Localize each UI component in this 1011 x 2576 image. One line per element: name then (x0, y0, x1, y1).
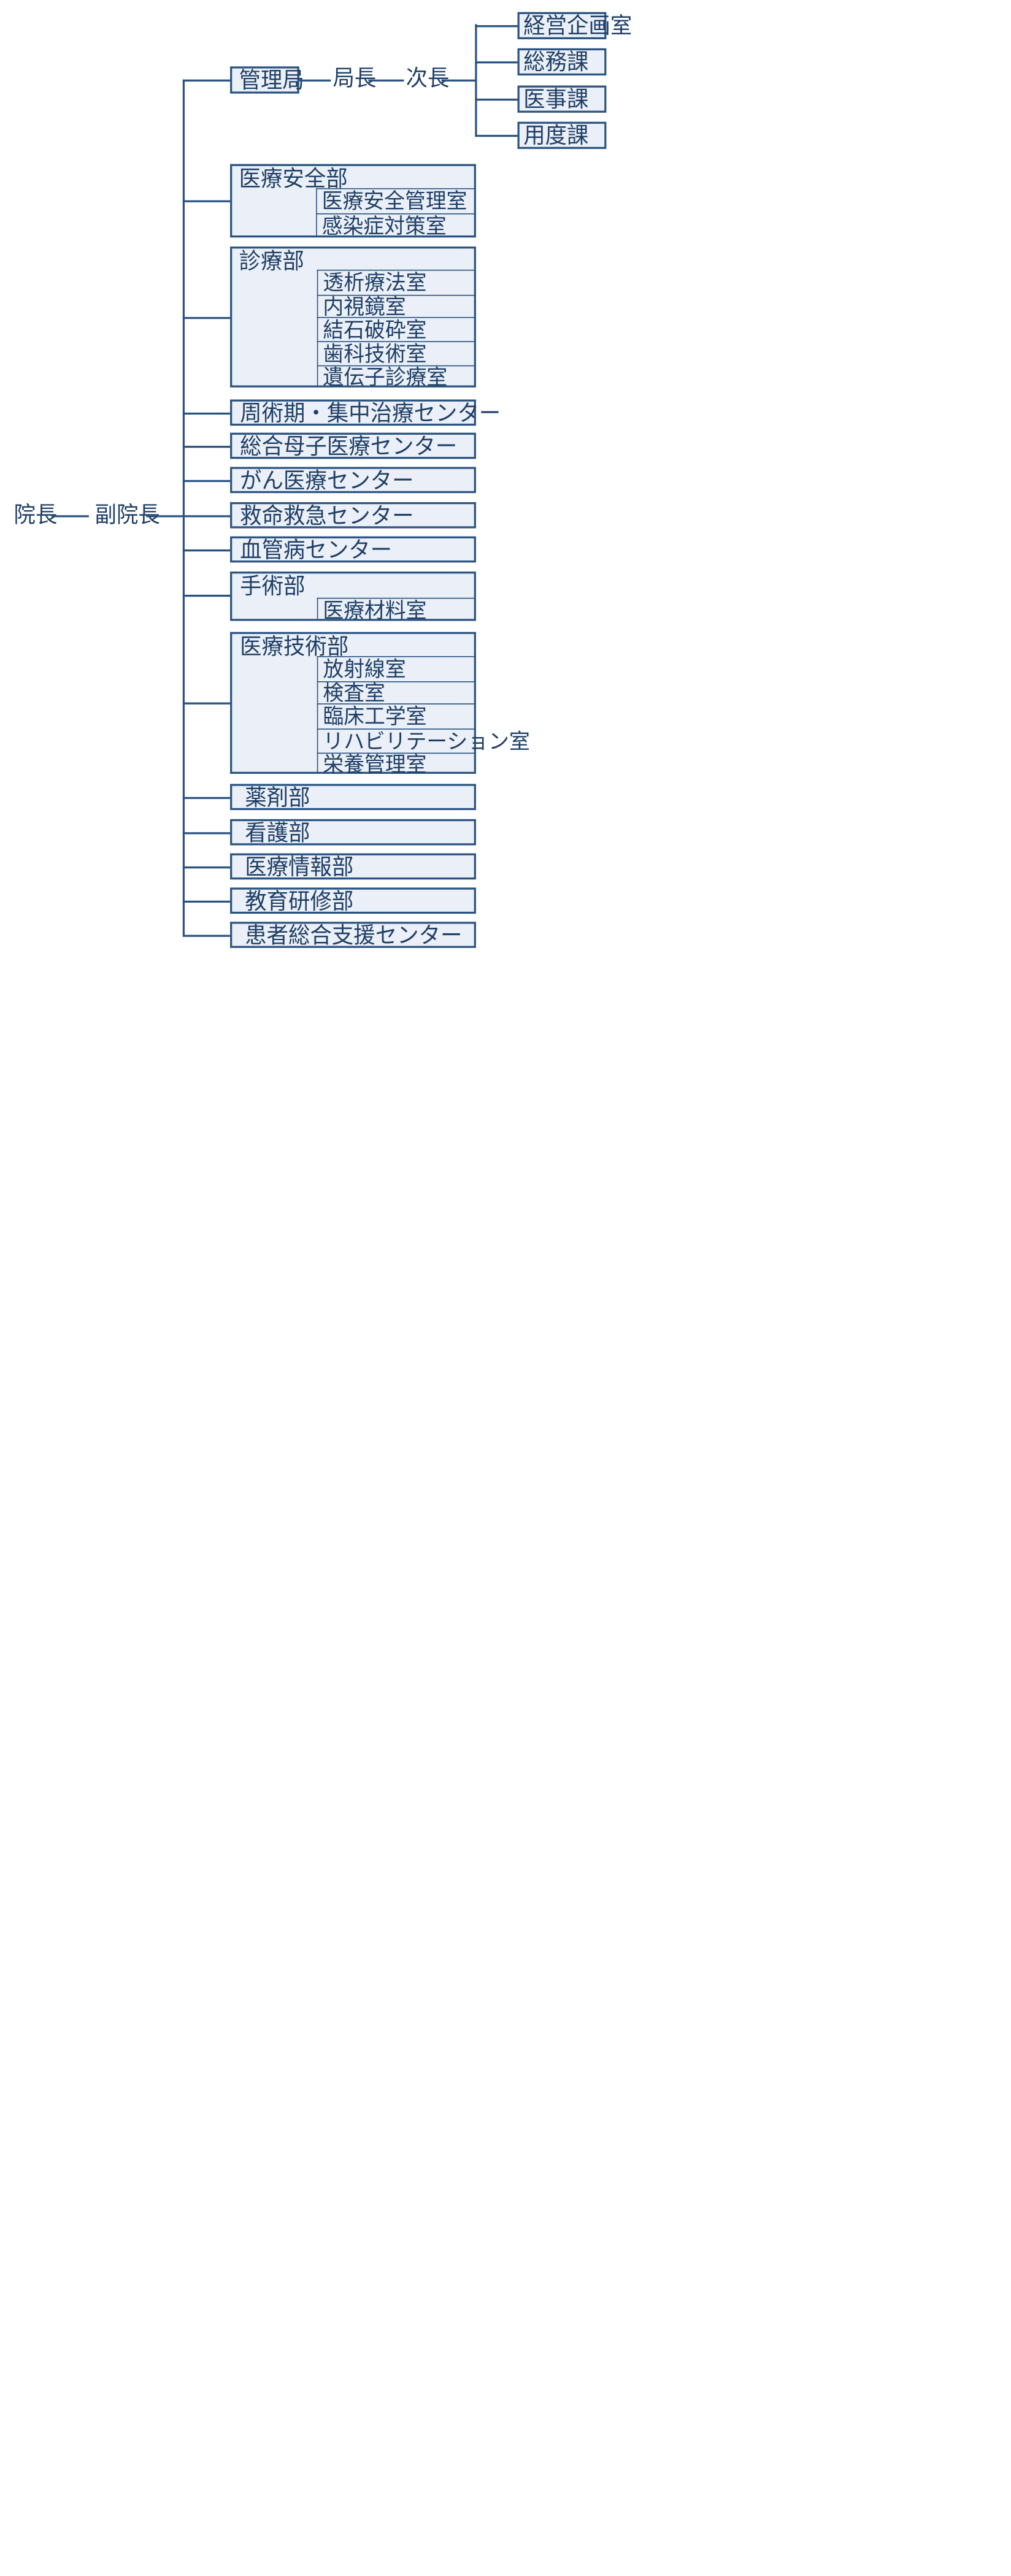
department-box: 血管病センター (230, 536, 476, 564)
sub-unit-name: 感染症対策室 (321, 214, 447, 239)
connector-line (368, 79, 404, 82)
department-name: 医療技術部 (240, 635, 349, 660)
department-name: 血管病センター (240, 538, 393, 564)
branch-line (182, 515, 231, 518)
sub-unit-name: 透析療法室 (323, 270, 427, 295)
section-box: 用度課 (517, 121, 607, 149)
branch-line (182, 702, 231, 705)
sub-unit-name: 医療材料室 (323, 598, 427, 623)
branch-line (182, 866, 231, 869)
sub-unit-name: 結石破砕室 (323, 318, 427, 342)
sub-unit-name: 放射線室 (323, 657, 406, 682)
branch-line (182, 412, 231, 415)
admin-bureau-name: 管理局 (239, 68, 304, 94)
department-box: 教育研修部 (230, 887, 476, 914)
department-box: 看護部 (230, 819, 476, 846)
branch-line (182, 316, 231, 319)
section-spine-line (475, 24, 477, 136)
sub-unit-name: 内視鏡室 (323, 294, 406, 319)
department-box: 患者総合支援センター (230, 922, 476, 948)
branch-line (182, 200, 231, 202)
department-name: がん医療センター (240, 468, 414, 494)
branch-line (475, 61, 518, 64)
sub-unit-row: 医療安全管理室 (316, 188, 476, 213)
director-label: 院長 (13, 503, 58, 529)
sub-unit-row: 医療材料室 (317, 597, 476, 623)
connector-line (146, 515, 184, 518)
department-box: 医療安全部 医療安全管理室 感染症対策室 (230, 164, 476, 239)
branch-line (475, 98, 518, 101)
section-box: 医事課 (517, 85, 607, 113)
department-name: 医療情報部 (245, 855, 354, 881)
sub-unit-name: 歯科技術室 (323, 342, 427, 367)
branch-line (182, 797, 231, 800)
department-box: 診療部 透析療法室 内視鏡室 結石破砕室 歯科技術室 遺伝子診療室 (230, 247, 476, 388)
department-box: 医療技術部 放射線室 検査室 臨床工学室 リハビリテーション室 栄養管理室 (230, 632, 530, 777)
department-name: 手術部 (240, 575, 306, 600)
deputy-chief-label: 次長 (406, 66, 450, 92)
sub-unit-row: 栄養管理室 (317, 752, 476, 777)
sub-unit-name: 臨床工学室 (323, 704, 427, 729)
sub-unit-row: 放射線室 (317, 655, 476, 682)
sub-unit-row: 感染症対策室 (316, 213, 476, 239)
department-box: 手術部 医療材料室 (230, 571, 476, 621)
sub-unit-row: 内視鏡室 (317, 294, 476, 319)
sub-unit-row: 透析療法室 (317, 269, 476, 295)
department-name: 患者総合支援センター (245, 923, 463, 949)
department-name: 周術期・集中治療センター (240, 401, 501, 427)
bureau-chief-label: 局長 (333, 66, 377, 92)
section-name: 医事課 (523, 87, 589, 113)
department-name: 医療安全部 (239, 167, 348, 193)
section-name: 総務課 (523, 50, 589, 76)
department-name: 総合母子医療センター (240, 434, 458, 460)
branch-line (182, 832, 231, 835)
sub-unit-name: 医療安全管理室 (321, 189, 467, 213)
sub-unit-row: 検査室 (317, 681, 476, 706)
sub-unit-row: リハビリテーション室 (317, 728, 530, 753)
sub-unit-name: リハビリテーション室 (323, 729, 530, 754)
sub-unit-row: 臨床工学室 (317, 703, 476, 729)
section-name: 用度課 (523, 123, 589, 149)
branch-line (182, 549, 231, 552)
department-name: 教育研修部 (245, 889, 354, 915)
connector-line (51, 515, 89, 518)
branch-line (182, 446, 231, 448)
branch-line (182, 79, 231, 82)
section-box: 経営企画室 (517, 12, 632, 40)
branch-line (182, 900, 231, 903)
department-name: 看護部 (245, 821, 310, 847)
department-box: 薬剤部 (230, 784, 476, 811)
department-box: 総合母子医療センター (230, 432, 476, 460)
branch-line (475, 134, 518, 137)
sub-unit-row: 遺伝子診療室 (317, 365, 476, 388)
branch-line (182, 594, 231, 597)
sub-unit-name: 検査室 (323, 681, 385, 706)
department-name: 診療部 (239, 249, 304, 275)
connector-line (441, 79, 476, 82)
section-name: 経営企画室 (523, 13, 632, 40)
department-box: 周術期・集中治療センター (230, 399, 501, 426)
spine-line (182, 79, 185, 936)
department-name: 薬剤部 (245, 785, 310, 811)
department-box: がん医療センター (230, 467, 476, 494)
admin-bureau-box: 管理局 (230, 66, 304, 94)
connector-line (299, 79, 331, 82)
sub-unit-row: 歯科技術室 (317, 341, 476, 365)
sub-unit-row: 結石破砕室 (317, 316, 476, 342)
sub-unit-name: 栄養管理室 (323, 752, 427, 777)
branch-line (182, 934, 231, 937)
sub-unit-name: 遺伝子診療室 (323, 365, 448, 390)
branch-line (475, 25, 518, 28)
department-name: 救命救急センター (240, 504, 414, 530)
branch-line (182, 480, 231, 483)
department-box: 救命救急センター (230, 502, 476, 529)
department-box: 医療情報部 (230, 853, 476, 881)
section-box: 総務課 (517, 48, 607, 76)
